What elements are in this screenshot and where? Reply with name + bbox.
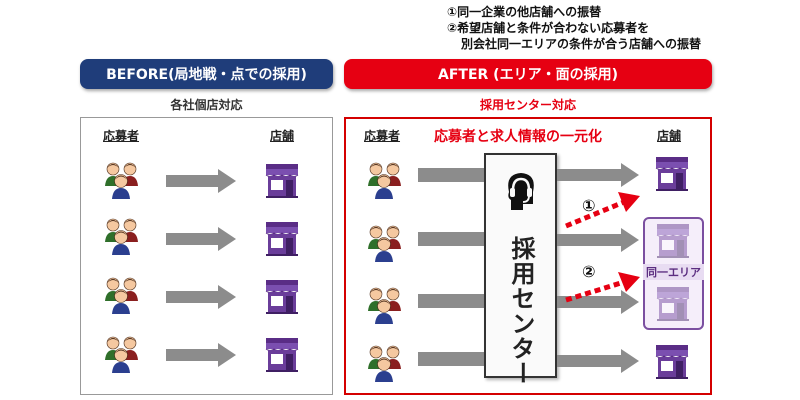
before-banner: BEFORE(局地戦・点での採用) — [80, 59, 333, 89]
people-icon — [104, 334, 140, 374]
arrow-right-icon — [557, 349, 639, 373]
arrow-right-icon — [166, 285, 236, 309]
input-arrow — [418, 294, 484, 308]
people-icon — [367, 160, 403, 200]
store-icon — [655, 157, 689, 191]
store-icon — [265, 222, 299, 256]
same-area-label: 同一エリア — [643, 264, 704, 280]
arrow-right-icon — [557, 228, 639, 252]
people-icon — [367, 343, 403, 383]
people-icon — [104, 216, 140, 256]
store-icon — [265, 338, 299, 372]
after-subtitle: 採用センター対応 — [479, 98, 576, 112]
people-icon — [367, 285, 403, 325]
store-icon — [265, 280, 299, 314]
arrow-right-icon — [166, 227, 236, 251]
dotted-arrow-icon — [565, 272, 640, 303]
people-icon — [367, 223, 403, 263]
store-icon — [656, 287, 690, 321]
note-3: 別会社同一エリアの条件が合う店舗への振替 — [461, 37, 702, 51]
people-icon — [104, 160, 140, 200]
store-icon — [265, 164, 299, 198]
before-applicant-label: 応募者 — [103, 129, 140, 143]
dotted-arrow-icon — [565, 192, 640, 229]
after-store-label: 店舗 — [657, 129, 682, 143]
store-icon — [655, 345, 689, 379]
before-panel — [80, 117, 333, 395]
after-banner: AFTER (エリア・面の採用) — [344, 59, 712, 89]
marker-1: ① — [582, 196, 596, 215]
recruitment-center-label: 採用センター — [507, 236, 535, 386]
store-icon — [656, 224, 690, 258]
arrow-right-icon — [166, 169, 236, 193]
note-1: ①同一企業の他店舗への振替 — [447, 5, 602, 19]
before-subtitle: 各社個店対応 — [170, 98, 243, 112]
input-arrow — [418, 232, 484, 246]
input-arrow — [418, 352, 484, 366]
arrow-right-icon — [166, 343, 236, 367]
notes: ①同一企業の他店舗への振替 ②希望店舗と条件が合わない応募者を 別会社同一エリア… — [447, 4, 701, 52]
marker-2: ② — [582, 262, 596, 281]
after-applicant-label: 応募者 — [364, 129, 401, 143]
unify-label: 応募者と求人情報の一元化 — [434, 129, 602, 145]
headset-icon — [508, 173, 534, 210]
people-icon — [104, 275, 140, 315]
input-arrow — [418, 168, 484, 182]
before-store-label: 店舗 — [270, 129, 295, 143]
after-panel — [344, 117, 712, 395]
note-2: ②希望店舗と条件が合わない応募者を — [447, 21, 650, 35]
arrow-right-icon — [557, 163, 639, 187]
